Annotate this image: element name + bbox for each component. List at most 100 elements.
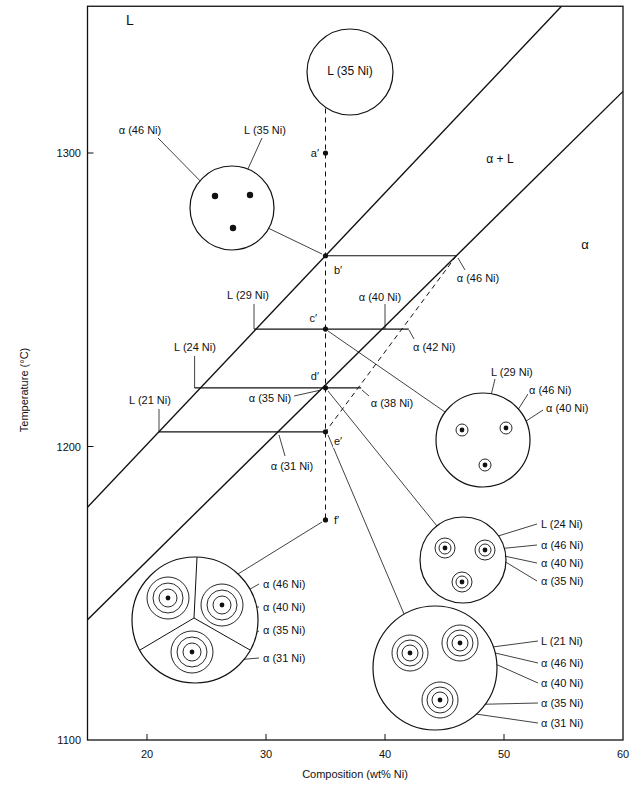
phase-callout: α (31 Ni) xyxy=(540,717,584,730)
phase-callout: α (46 Ni) xyxy=(540,539,584,552)
leader-line xyxy=(328,435,404,614)
grain-core xyxy=(220,603,225,608)
state-point xyxy=(323,385,328,390)
microstructure-circle xyxy=(436,393,530,487)
phase-callout: α (31 Ni) xyxy=(262,652,306,665)
axis-tick xyxy=(88,153,94,154)
phase-callout: L (24 Ni) xyxy=(540,518,584,531)
phase-callout: α (40 Ni) xyxy=(358,291,402,304)
grain-core xyxy=(460,580,465,585)
coring-ring xyxy=(452,572,472,592)
tie-line xyxy=(326,255,457,256)
leader-line xyxy=(385,304,386,329)
alpha-particle xyxy=(247,192,253,198)
tie-line xyxy=(254,329,409,330)
phase-callout: α (40 Ni) xyxy=(545,402,589,415)
coring-ring xyxy=(435,538,455,558)
alpha-particle xyxy=(212,193,218,199)
coring-ring xyxy=(442,625,478,661)
grain-core xyxy=(408,651,413,656)
tie-line xyxy=(195,387,362,388)
grain-core xyxy=(166,596,171,601)
axis-tick xyxy=(147,734,148,740)
phase-callout: L (29 Ni) xyxy=(226,289,270,302)
microstructure-circle xyxy=(373,606,497,730)
microstructure-circle xyxy=(190,166,274,250)
microstructures xyxy=(132,166,530,730)
plot-area xyxy=(88,6,624,631)
phase-name: L (35 Ni) xyxy=(327,65,373,79)
leader-line xyxy=(458,258,465,270)
leader-line xyxy=(279,435,285,456)
leader-line xyxy=(328,391,437,526)
grain-core xyxy=(483,548,488,553)
phase-region-label: α + L xyxy=(485,153,514,167)
point-label: c′ xyxy=(308,312,318,325)
leader-line xyxy=(194,356,195,388)
phase-callout: α (38 Ni) xyxy=(370,397,414,410)
phase-callout: α (46 Ni) xyxy=(262,578,306,591)
grain-boundary xyxy=(194,557,197,618)
phase-callout: α (35 Ni) xyxy=(248,392,292,405)
leader-line xyxy=(268,228,322,254)
point-label: a′ xyxy=(310,147,320,160)
axis-tick-label: 20 xyxy=(140,748,154,761)
coring-ring xyxy=(171,631,213,673)
coring-ring xyxy=(153,583,183,613)
phase-callout: α (40 Ni) xyxy=(262,601,306,614)
coring-ring xyxy=(500,422,512,434)
coring-ring xyxy=(427,687,453,713)
leader-line xyxy=(495,524,537,537)
grain-core xyxy=(458,641,463,646)
leader-line xyxy=(159,409,160,432)
phase-callout: α (35 Ni) xyxy=(540,575,584,588)
coring-ring xyxy=(207,590,237,620)
coring-ring xyxy=(422,682,458,718)
phase-callout: α (46 Ni) xyxy=(456,272,500,285)
phase-callout: α (40 Ni) xyxy=(540,677,584,690)
grain-core xyxy=(483,463,488,468)
axis-tick-label: 1200 xyxy=(56,441,82,454)
coring-ring xyxy=(456,424,468,436)
point-label: e′ xyxy=(333,435,343,448)
phase-callout: L (24 Ni) xyxy=(173,341,217,354)
phase-callout: α (46 Ni) xyxy=(540,657,584,670)
nonequilibrium-solidus xyxy=(326,256,457,432)
coring-ring xyxy=(479,544,491,556)
coring-ring xyxy=(402,645,418,661)
point-label: b′ xyxy=(333,264,343,277)
axis-tick xyxy=(266,734,267,740)
grain-core xyxy=(443,546,448,551)
coring-ring xyxy=(397,640,423,666)
phase-callout: α (42 Ni) xyxy=(412,341,456,354)
phase-region-label: L xyxy=(125,12,135,28)
state-point xyxy=(323,429,328,434)
phase-callout: L (21 Ni) xyxy=(128,394,172,407)
grain-core xyxy=(504,426,509,431)
phase-callout: α (46 Ni) xyxy=(528,384,572,397)
leader-line xyxy=(294,390,321,396)
coring-ring xyxy=(479,459,491,471)
grain-boundary xyxy=(140,618,194,650)
phase-callout: α (35 Ni) xyxy=(262,624,306,637)
axis-tick-label: 50 xyxy=(497,748,511,761)
coring-ring xyxy=(159,589,177,607)
phase-callout: α (35 Ni) xyxy=(540,697,584,710)
coring-ring xyxy=(456,576,468,588)
microstructure-circle xyxy=(132,557,258,683)
coring-ring xyxy=(475,540,495,560)
circle-outline xyxy=(307,29,393,115)
coring-ring xyxy=(183,643,201,661)
point-label: d′ xyxy=(310,370,320,383)
grain-core xyxy=(438,698,443,703)
state-point xyxy=(323,327,328,332)
axis-tick-label: 1300 xyxy=(56,147,82,160)
coring-ring xyxy=(447,630,473,656)
phase-callout: α (31 Ni) xyxy=(270,460,314,473)
phase-callout: α (46 Ni) xyxy=(118,124,162,137)
solidus-line xyxy=(88,80,624,632)
point-label: f′ xyxy=(333,514,340,527)
phase-callout: L (21 Ni) xyxy=(540,635,584,648)
axis-tick-label: 40 xyxy=(378,748,392,761)
phase-callout: α (40 Ni) xyxy=(540,557,584,570)
